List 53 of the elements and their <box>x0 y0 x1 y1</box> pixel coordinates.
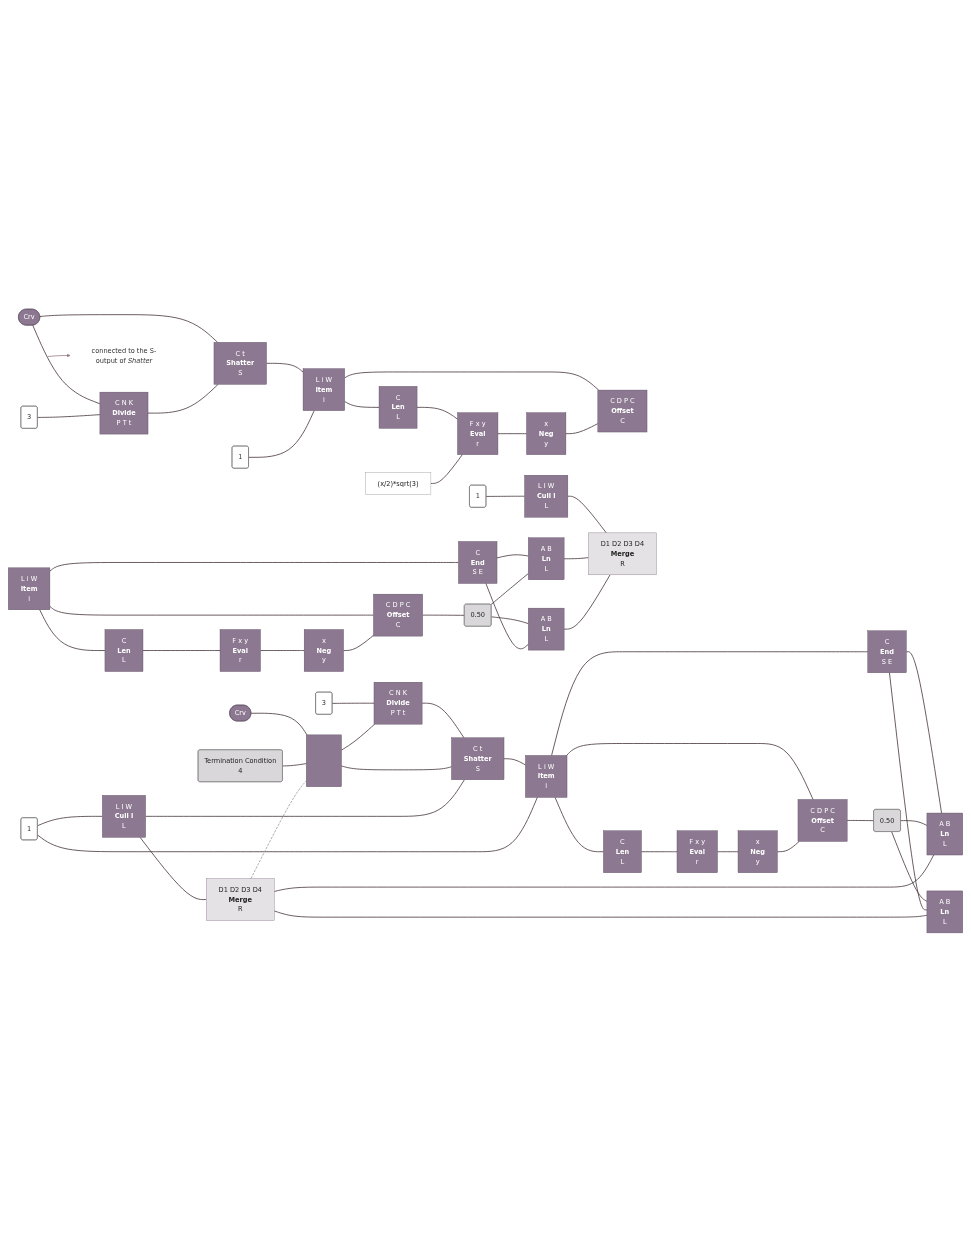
connector <box>250 780 307 879</box>
connector <box>273 910 928 918</box>
connector <box>331 702 375 704</box>
connector <box>145 779 465 817</box>
connector <box>889 672 928 911</box>
connector <box>551 651 869 756</box>
connector <box>273 854 935 892</box>
connector <box>485 583 529 650</box>
connector <box>344 371 600 391</box>
connector <box>430 454 463 484</box>
connector <box>563 557 589 560</box>
connector <box>260 650 305 651</box>
connector <box>717 851 739 853</box>
connector <box>341 765 452 771</box>
connector <box>421 702 465 739</box>
connector <box>139 836 207 900</box>
connector <box>341 723 376 751</box>
connector <box>565 423 599 435</box>
connector <box>37 797 538 853</box>
connector <box>39 314 218 343</box>
connector <box>250 712 308 736</box>
connector <box>248 410 315 458</box>
connector <box>503 758 526 766</box>
connector <box>777 841 800 853</box>
connector <box>485 495 525 497</box>
connector <box>641 851 678 853</box>
connector <box>344 401 380 408</box>
connector <box>900 820 928 826</box>
connector <box>49 606 374 616</box>
connector <box>496 554 529 559</box>
connector <box>422 614 465 616</box>
connector <box>497 433 527 435</box>
connector <box>39 609 106 651</box>
connector <box>147 383 219 414</box>
connector <box>567 495 607 534</box>
connector <box>266 362 304 373</box>
connector <box>891 831 928 902</box>
connector <box>49 562 459 572</box>
connector <box>490 573 529 606</box>
connector <box>846 820 875 822</box>
node-box <box>306 734 342 787</box>
connector <box>32 324 101 405</box>
connector <box>343 634 374 651</box>
connector <box>491 616 529 624</box>
connector <box>37 414 101 418</box>
connector <box>37 815 103 827</box>
connector <box>142 650 221 651</box>
connector <box>905 651 942 814</box>
connector <box>563 574 611 630</box>
connector <box>282 763 307 767</box>
connector <box>554 797 604 853</box>
connector <box>566 743 814 800</box>
connector <box>416 406 458 420</box>
